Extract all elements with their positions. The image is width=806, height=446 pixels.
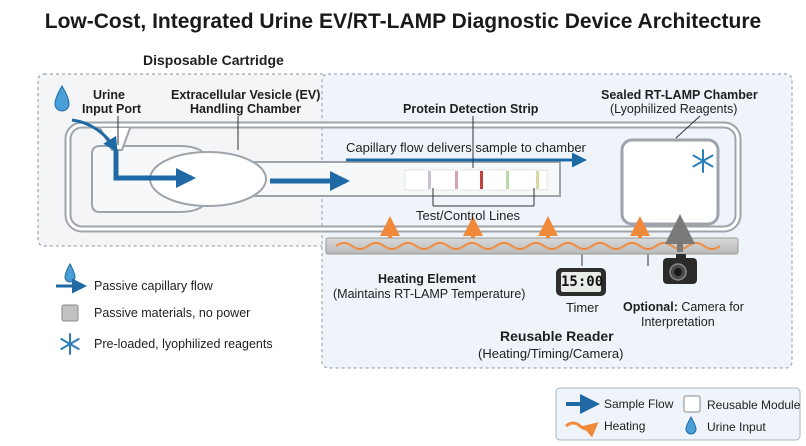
protein-detection-strip [404,169,548,191]
legend-capillary-text: Passive capillary flow [94,279,213,293]
heating-title: Heating Element [378,272,476,286]
camera-label-1: Optional: Camera for [623,300,744,315]
key-heating-text: Heating [604,419,646,433]
cartridge-title: Disposable Cartridge [143,52,284,68]
key-legend-box [555,387,801,441]
legend-droplet-icon [64,262,76,283]
diagram-title: Low-Cost, Integrated Urine EV/RT-LAMP Di… [44,10,762,33]
legend-gray-square-icon [61,304,79,322]
legend-lyophilized-text: Pre-loaded, lyophilized reagents [94,337,273,351]
snowflake-icon [692,149,714,173]
ev-chamber-label-1: Extracellular Vesicle (EV) [171,88,321,102]
urine-droplet-icon [54,85,70,112]
legend-passive-text: Passive materials, no power [94,306,251,320]
strip-line-3 [480,171,483,189]
strip-title: Protein Detection Strip [403,102,539,116]
test-control-lines-label: Test/Control Lines [416,208,521,223]
port-to-chamber-arrow [113,150,196,188]
strip-line-2 [455,171,458,189]
reader-title: Reusable Reader [500,328,614,344]
camera-label-2: Interpretation [641,315,715,329]
key-urine-droplet-icon [685,415,697,435]
lamp-chamber-title: Sealed RT-LAMP Chamber [601,88,758,102]
heating-coil [335,242,721,250]
key-reusable-text: Reusable Module [707,398,801,412]
key-sample-flow-text: Sample Flow [604,397,674,411]
camera-optional-label: Optional: [623,300,678,314]
urine-port-label-2: Input Port [82,102,142,116]
key-heating-icon [565,421,599,438]
heating-subtitle: (Maintains RT-LAMP Temperature) [333,287,526,301]
urine-port-label-1: Urine [93,88,125,102]
heating-element [325,237,739,255]
camera-icon [663,254,697,284]
timer-label: Timer [566,300,599,315]
legend-snowflake-icon [60,333,80,355]
capillary-flow-label: Capillary flow delivers sample to chambe… [346,140,586,155]
key-reusable-module-icon [683,395,701,413]
ev-chamber-label-2: Handling Chamber [190,102,302,116]
strip-line-4 [506,171,509,189]
reader-subtitle: (Heating/Timing/Camera) [478,346,624,361]
key-urine-text: Urine Input [707,420,766,434]
strip-line-1 [428,171,431,189]
strip-line-5 [536,171,539,189]
lamp-chamber-subtitle: (Lyophilized Reagents) [610,102,738,116]
reusable-reader-region [321,73,793,369]
camera-for-label: Camera for [677,300,744,314]
inlet-flow-arrow [71,118,118,153]
timer-device: 15:00 [556,268,606,296]
timer-display: 15:00 [561,272,604,292]
